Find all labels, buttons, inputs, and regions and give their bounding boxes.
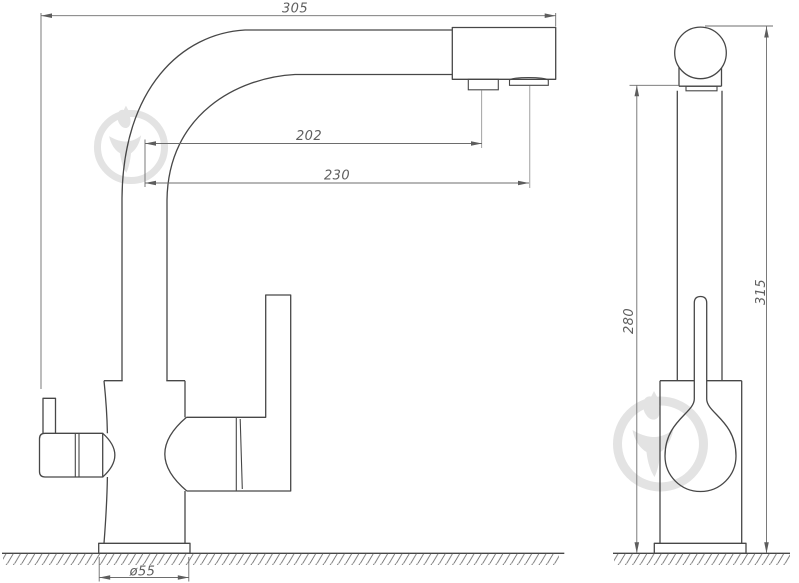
faucet-side-view <box>38 26 557 554</box>
dim-label-underspout-height: 280 <box>622 308 637 334</box>
riser-pipe <box>676 90 723 381</box>
aerator-front <box>685 85 718 92</box>
base-plate-front <box>653 542 747 554</box>
filter-handle-knob <box>42 397 57 434</box>
filter-handle-dome <box>102 432 116 478</box>
filter-aerator <box>508 77 549 86</box>
faucet-front-view <box>653 26 747 554</box>
base-plate-side <box>98 542 191 554</box>
dim-label-filter-outlet: 230 <box>324 169 350 184</box>
filter-handle-arm <box>38 432 104 478</box>
dim-label-overall-height: 315 <box>754 279 769 305</box>
filter-channel <box>664 295 737 493</box>
spout-head <box>451 26 557 80</box>
mixer-dome <box>164 416 188 492</box>
dim-label-spout-reach: 305 <box>282 2 308 17</box>
spout-head-front <box>674 26 727 80</box>
dim-label-main-outlet: 202 <box>296 129 322 144</box>
dim-label-base-diameter: ø55 <box>129 565 156 580</box>
mounting-surface <box>2 552 790 565</box>
dimensions: 305 202 230 ø55 280 315 <box>40 2 773 582</box>
main-aerator <box>467 78 499 91</box>
mixer-lever <box>186 294 292 492</box>
